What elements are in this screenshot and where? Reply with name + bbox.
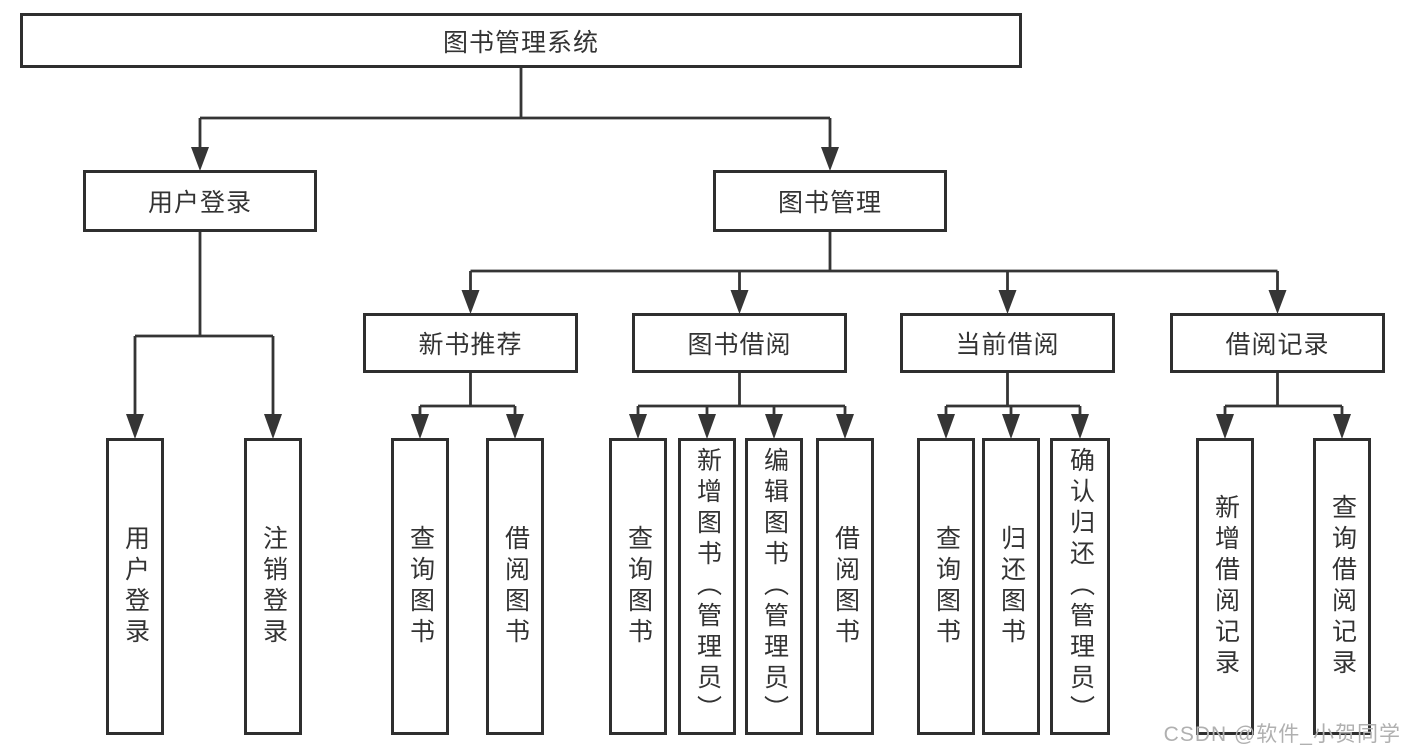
leaf-borrow-books: 借阅图书 (816, 438, 874, 735)
connector-book-borrow-to-leaves (629, 373, 854, 439)
connector-book-mgmt-to-level3 (461, 232, 1287, 314)
leaf-confirm-return-admin: 确认归还（管理员） (1050, 438, 1110, 735)
leaf-add-borrow-record: 新增借阅记录 (1196, 438, 1254, 735)
leaf-edit-book-admin-label: 编辑图书（管理员） (760, 447, 789, 726)
leaf-return-books: 归还图书 (982, 438, 1040, 735)
leaf-add-book-admin: 新增图书（管理员） (678, 438, 736, 735)
leaf-add-book-admin-label: 新增图书（管理员） (693, 447, 722, 726)
csdn-watermark: CSDN @软件_小贺同学 (1163, 723, 1401, 746)
leaf-query-books-recommend-label: 查询图书 (406, 524, 435, 649)
connector-borrow-records-to-leaves (1216, 373, 1351, 439)
leaf-logout-label: 注销登录 (259, 524, 288, 649)
node-library-management-system: 图书管理系统 (20, 13, 1022, 68)
connector-root-to-level2 (191, 68, 839, 171)
node-book-borrow-label: 图书借阅 (687, 331, 792, 359)
leaf-query-books-recommend: 查询图书 (391, 438, 449, 735)
leaf-borrow-books-label: 借阅图书 (831, 524, 860, 649)
leaf-borrow-books-recommend: 借阅图书 (486, 438, 544, 735)
leaf-return-books-label: 归还图书 (997, 524, 1026, 649)
node-new-book-recommend-label: 新书推荐 (418, 331, 523, 359)
leaf-query-books-borrow-label: 查询图书 (624, 524, 653, 649)
leaf-borrow-books-recommend-label: 借阅图书 (501, 524, 530, 649)
node-current-borrow-label: 当前借阅 (955, 331, 1060, 359)
node-borrow-records-label: 借阅记录 (1225, 331, 1330, 359)
leaf-query-books-current-label: 查询图书 (932, 524, 961, 649)
leaf-confirm-return-admin-label: 确认归还（管理员） (1066, 447, 1095, 726)
node-user-login-label: 用户登录 (147, 189, 252, 217)
leaf-logout: 注销登录 (244, 438, 302, 735)
leaf-add-borrow-record-label: 新增借阅记录 (1211, 493, 1240, 680)
leaf-edit-book-admin: 编辑图书（管理员） (745, 438, 803, 735)
leaf-query-books-current: 查询图书 (917, 438, 975, 735)
connector-new-book-to-leaves (411, 373, 524, 439)
leaf-user-login: 用户登录 (106, 438, 164, 735)
node-borrow-records: 借阅记录 (1170, 313, 1385, 373)
node-book-management-label: 图书管理 (777, 189, 882, 217)
node-new-book-recommend: 新书推荐 (363, 313, 578, 373)
node-book-borrow: 图书借阅 (632, 313, 847, 373)
leaf-user-login-label: 用户登录 (121, 524, 150, 649)
leaf-query-books-borrow: 查询图书 (609, 438, 667, 735)
leaf-query-borrow-record-label: 查询借阅记录 (1328, 493, 1357, 680)
node-book-management: 图书管理 (713, 170, 947, 232)
connector-user-login-to-leaves (126, 232, 282, 439)
node-library-management-system-label: 图书管理系统 (442, 28, 599, 57)
node-current-borrow: 当前借阅 (900, 313, 1115, 373)
leaf-query-borrow-record: 查询借阅记录 (1313, 438, 1371, 735)
node-user-login: 用户登录 (83, 170, 317, 232)
connector-current-borrow-to-leaves (937, 373, 1089, 439)
